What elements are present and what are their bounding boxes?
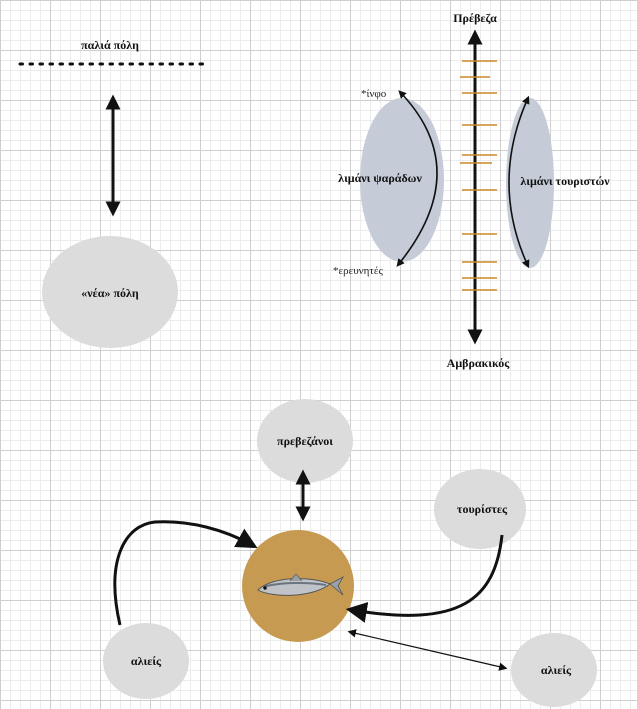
fishermen-left-bubble [103,623,189,699]
new-town-label: «νέα» πόλη [81,286,139,300]
axis-tick-marks [460,60,497,291]
fishermen-left-label: αλιείς [131,654,162,668]
fish-icon [257,573,345,596]
tourist-port-label: λιμάνι τουριστών [520,174,610,188]
prevezanoi-bubble [257,399,353,483]
fishermen-left-to-fish-arrow [113,520,258,626]
info-note: *ίνφο [361,88,387,100]
fishermen-right-bubble [511,633,597,707]
tourists-bubble [434,469,526,549]
tourists-label: τουρίστες [457,502,508,516]
fishermen-right-label: αλιείς [541,663,572,677]
prevezanoi-label: πρεβεζάνοι [277,434,333,448]
tourist-port-curved-arrow [508,95,530,269]
new-town-bubble [42,236,178,348]
fish-fishermen-right-arrow [347,629,508,671]
tourists-to-fish-arrow [345,534,504,623]
tourist-port-bubble [506,98,554,268]
amvrakikos-label: Αμβρακικός [447,356,511,370]
researchers-note: *ερευνητές [333,265,383,277]
preveza-label: Πρέβεζα [453,11,497,25]
fishermen-port-curved-arrow [396,90,438,267]
old-town-label: παλιά πόλη [81,38,139,52]
fishermen-port-label: λιμάνι ψαράδων [338,171,422,185]
